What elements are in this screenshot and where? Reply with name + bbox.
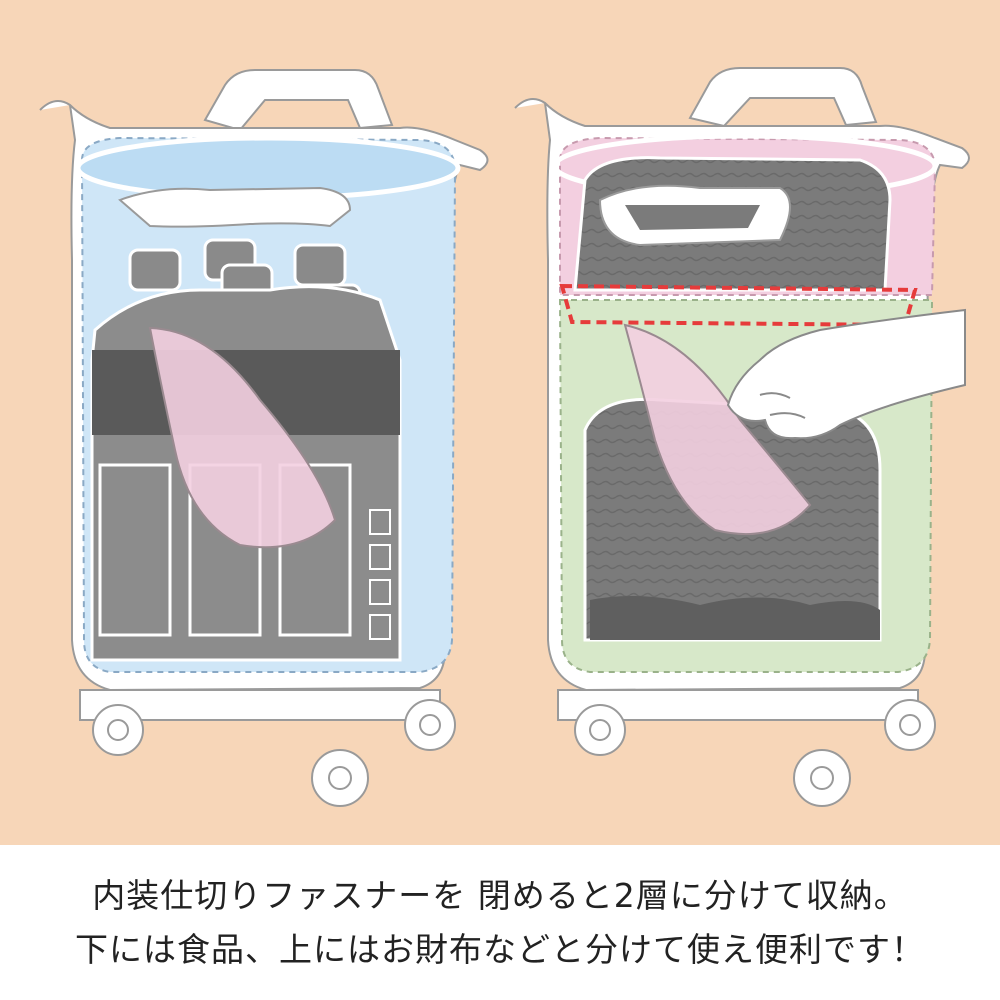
illustration-area [0, 0, 1000, 845]
caption: 内装仕切りファスナーを 閉めると2層に分けて収納。 下には食品、上にはお財布など… [0, 845, 1000, 1000]
left-bag-illustration [39, 69, 489, 807]
illustration-svg [39, 67, 970, 807]
caption-line-2: 下には食品、上にはお財布などと分けて使え便利です！ [75, 929, 925, 969]
caption-line-1: 内装仕切りファスナーを 閉めると2層に分けて収納。 [92, 875, 908, 915]
right-bag-illustration [514, 67, 970, 807]
